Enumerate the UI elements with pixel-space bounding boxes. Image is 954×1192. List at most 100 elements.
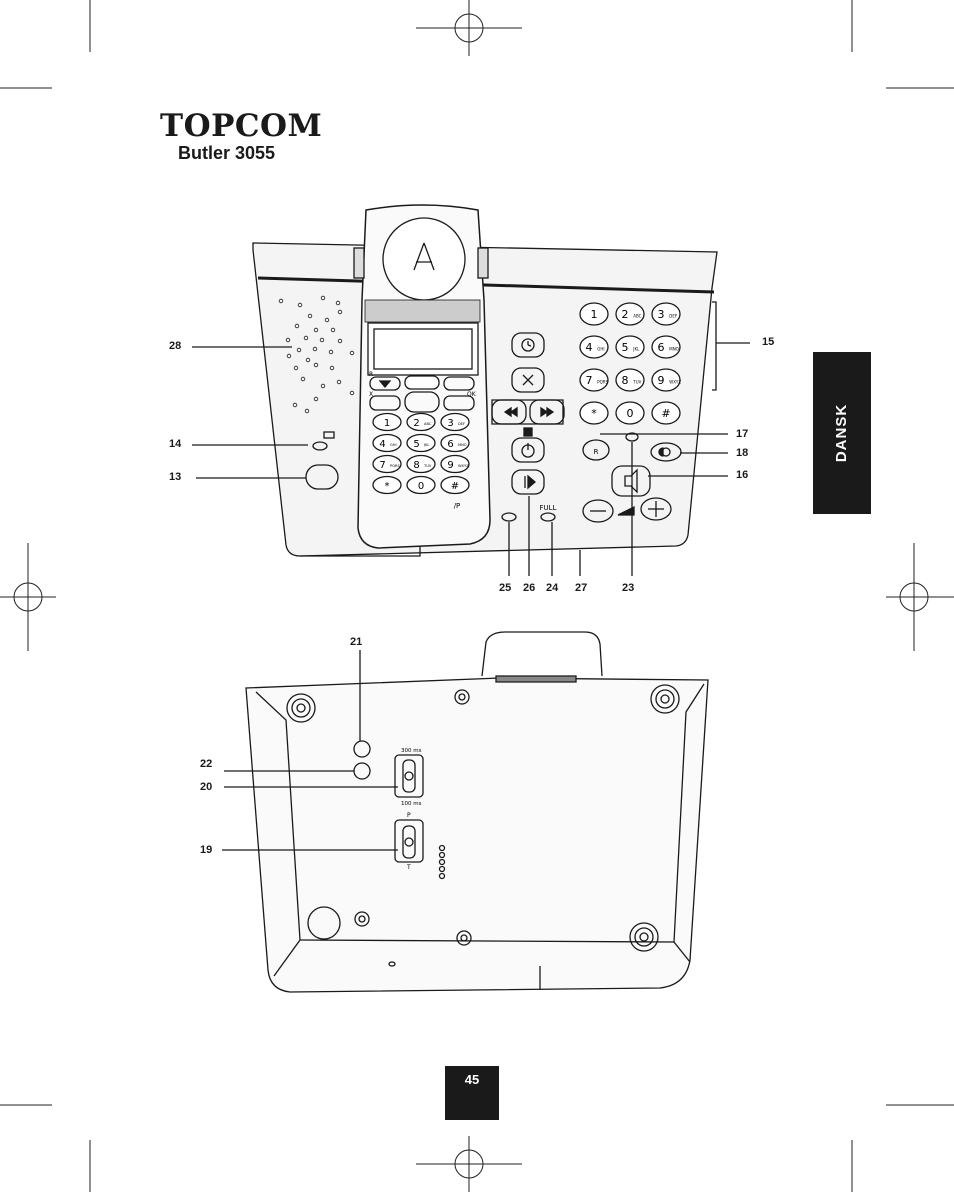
handset-key[interactable] [372, 433, 402, 453]
base-key[interactable] [651, 335, 681, 359]
callout-22: 22 [200, 758, 213, 770]
handset-key-letters: GHI [390, 443, 397, 447]
base-key-digit: 9 [658, 374, 665, 387]
base-key-letters: GHI [597, 347, 604, 352]
handset-key-digit: 9 [447, 460, 453, 471]
callout-20: 20 [200, 781, 213, 793]
handset-key-letters: MNO [458, 443, 467, 447]
base-key[interactable] [615, 302, 645, 326]
handset-key[interactable] [372, 475, 402, 495]
base-key-digit: 0 [627, 407, 634, 420]
handset-key-digit: 0 [418, 481, 424, 492]
base-key[interactable] [651, 302, 681, 326]
flash-100-label: 100 ms [401, 801, 422, 807]
base-key[interactable] [579, 368, 609, 392]
base-key[interactable] [651, 401, 681, 425]
base-key-digit: 1 [591, 308, 598, 321]
handset-key-digit: 1 [384, 418, 390, 429]
handset-key[interactable] [406, 475, 436, 495]
handset-key[interactable] [440, 454, 470, 474]
page-number-box: 45 [445, 1066, 499, 1120]
callout-13: 13 [169, 471, 182, 483]
handset-key-digit: 4 [379, 439, 385, 450]
callout-18: 18 [736, 447, 749, 459]
handset-key[interactable] [372, 412, 402, 432]
handset-key-letters: JKL [423, 443, 429, 447]
flash-300-label: 300 ms [401, 748, 422, 754]
callout-17: 17 [736, 428, 749, 440]
base-key-digit: * [591, 407, 597, 420]
base-key[interactable] [615, 401, 645, 425]
handset-key-digit: * [385, 481, 390, 492]
base-key-digit: 4 [586, 341, 593, 354]
handset-key[interactable] [406, 433, 436, 453]
callout-14: 14 [169, 438, 182, 450]
handset-key-digit: 2 [413, 418, 419, 429]
base-key[interactable] [651, 368, 681, 392]
recall-key-label[interactable]: R [594, 448, 599, 456]
base-key-letters: WXYZ [669, 380, 681, 385]
handset-key[interactable] [372, 454, 402, 474]
callout-24: 24 [546, 582, 559, 594]
handset-key[interactable] [440, 475, 470, 495]
callout-26: 26 [523, 582, 536, 594]
callout-19: 19 [200, 844, 213, 856]
page-number: 45 [464, 1072, 480, 1087]
handset-key-letters: ABC [424, 422, 432, 426]
callout-16: 16 [736, 469, 749, 481]
handset-key[interactable] [406, 454, 436, 474]
dip-holes [438, 844, 446, 880]
base-key-digit: 3 [658, 308, 665, 321]
callout-25: 25 [499, 582, 512, 594]
speaker-grille [278, 295, 355, 414]
handset-ok-label: OK [467, 391, 477, 398]
base-key[interactable] [579, 401, 609, 425]
handset-r-label: R [369, 371, 373, 378]
base-key[interactable] [579, 302, 609, 326]
handset-key-letters: TUV [423, 464, 432, 468]
brand-logo: TOPCOM [160, 108, 323, 144]
base-key-digit: 7 [586, 374, 593, 387]
handset-x-label: X [369, 391, 373, 398]
handset-key-digit: 5 [413, 439, 419, 450]
base-key[interactable] [615, 335, 645, 359]
base-key-letters: ABC [633, 314, 641, 319]
rubber-feet [286, 684, 680, 952]
language-tab: DANSK [813, 352, 871, 514]
base-key[interactable] [615, 368, 645, 392]
model-name: Butler 3055 [178, 143, 276, 163]
handset-key[interactable] [406, 412, 436, 432]
base-key-letters: MNO [669, 347, 678, 352]
handset-key[interactable] [440, 412, 470, 432]
handset-key-digit: 8 [413, 460, 419, 471]
base-key-letters: PQRS [597, 380, 608, 385]
callout-21: 21 [350, 636, 363, 648]
callout-28: 28 [169, 340, 182, 352]
base-key-digit: 6 [658, 341, 665, 354]
handset-key-letters: DEF [458, 422, 465, 426]
callout-27: 27 [575, 582, 588, 594]
dial-p-label: P [407, 812, 411, 819]
base-key-digit: 5 [622, 341, 629, 354]
handset-pause-key-label: /P [454, 502, 461, 510]
base-key-digit: 8 [622, 374, 629, 387]
handset-key[interactable] [440, 433, 470, 453]
callout-23: 23 [622, 582, 635, 594]
callout-15: 15 [762, 336, 775, 348]
handset-key-digit: 3 [447, 418, 453, 429]
handset-key-letters: WXYZ [458, 464, 469, 468]
handset-key-digit: # [451, 481, 459, 492]
base-key-digit: 2 [622, 308, 629, 321]
base-key[interactable] [579, 335, 609, 359]
base-key-letters: DEF [669, 314, 678, 319]
handset-key-digit: 7 [379, 460, 385, 471]
handset-key-letters: PQRS [390, 464, 400, 468]
base-key-letters: TUV [632, 380, 641, 385]
base-key-digit: # [661, 407, 670, 420]
base-key-letters: JKL [632, 347, 640, 352]
leader-15 [712, 301, 750, 391]
